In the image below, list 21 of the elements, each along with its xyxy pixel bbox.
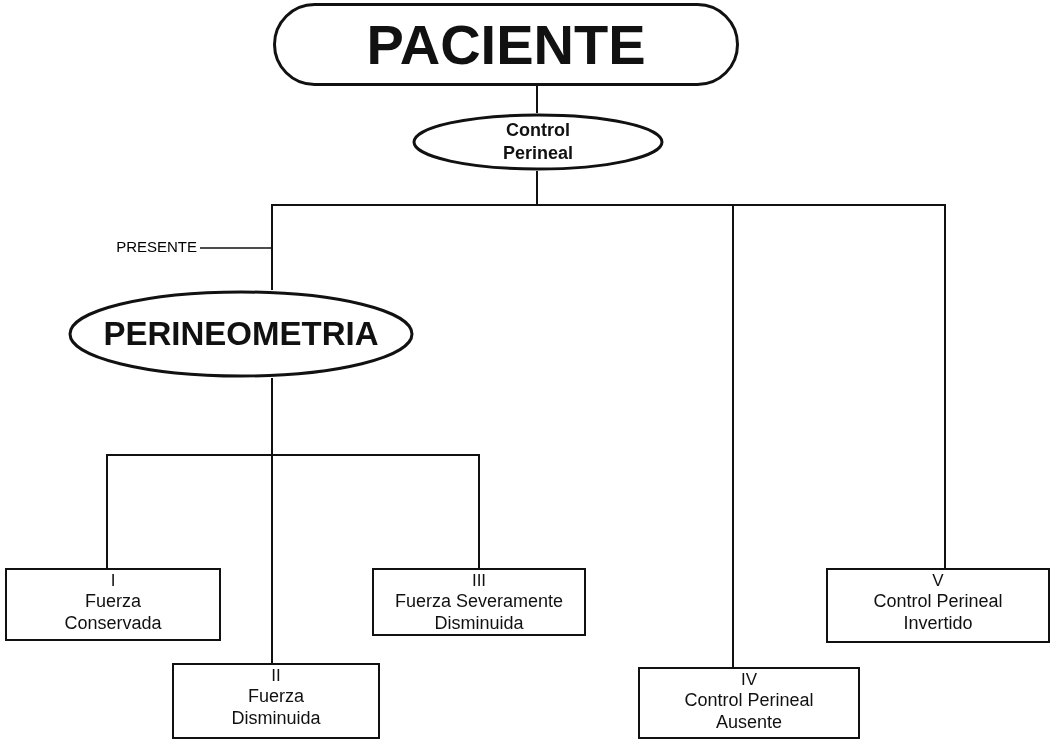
process-box [172,663,380,739]
roman-numeral: IV [740,671,758,689]
roman-numeral: I [110,572,116,590]
process-box [826,568,1050,643]
category-label: Control Perineal Ausente [683,689,815,733]
roman-numeral: III [471,572,487,590]
category-label: Control Perineal Invertido [872,590,1004,634]
process-box [5,568,221,641]
node-label: PACIENTE [366,12,646,77]
node-label: Control Perineal [501,119,574,165]
category-label: Fuerza Conservada [63,590,163,634]
connector-line [536,85,538,114]
roman-numeral: II [271,667,281,685]
node-label: PERINEOMETRIA [103,315,379,353]
category-label: Fuerza Severamente Disminuida [393,590,565,634]
category-label: Fuerza Disminuida [230,685,322,729]
ellipse-node [412,113,664,171]
roman-numeral: V [932,572,944,590]
ellipse-node [68,290,414,378]
process-box [638,667,860,739]
process-box [372,568,586,636]
